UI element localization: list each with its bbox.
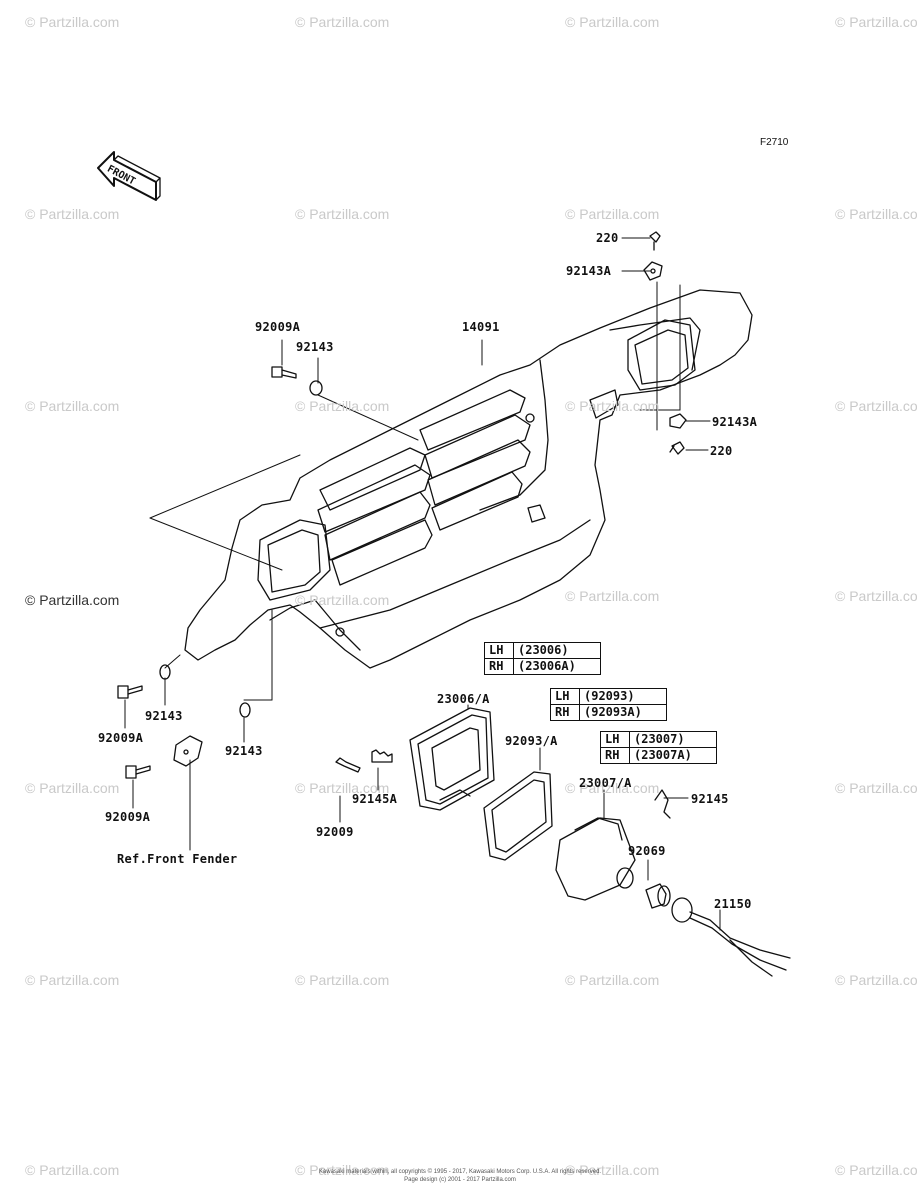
watermark: © Partzilla.com: [25, 780, 120, 796]
socket-harness-21150: [671, 897, 791, 977]
watermark: © Partzilla.com: [835, 398, 917, 414]
variant-side: RH: [600, 747, 630, 764]
watermark: © Partzilla.com: [25, 1162, 120, 1178]
copyright-line: Page design (c) 2001 - 2017 Partzilla.co…: [404, 1177, 516, 1183]
part-label-92009A[interactable]: 92009A: [255, 320, 301, 334]
part-label-23006A[interactable]: 23006/A: [437, 692, 490, 706]
bolt-92009A-lower: [125, 765, 151, 779]
watermark: © Partzilla.com: [835, 972, 917, 988]
part-label-92143A[interactable]: 92143A: [712, 415, 758, 429]
washer-92143-left: [159, 664, 171, 680]
spring-clip-92145: [654, 789, 671, 819]
bracket-front-fender: [173, 735, 203, 767]
bolt-92009A-upper: [271, 366, 297, 379]
reference-front-fender: Ref.Front Fender: [117, 852, 238, 866]
washer-92143-mid: [239, 702, 251, 718]
screw-220-top: [649, 231, 661, 251]
variant-code: (92093): [579, 688, 667, 705]
watermark: © Partzilla.com: [295, 206, 390, 222]
watermark: © Partzilla.com: [835, 14, 917, 30]
grommet-92143-upper: [309, 380, 323, 396]
watermark: © Partzilla.com: [565, 1162, 660, 1178]
watermark: © Partzilla.com: [835, 588, 917, 604]
part-label-92143[interactable]: 92143: [296, 340, 334, 354]
part-label-92069[interactable]: 92069: [628, 844, 666, 858]
watermark: © Partzilla.com: [295, 972, 390, 988]
variant-row: LH (23007): [600, 731, 717, 748]
variant-side: LH: [600, 731, 630, 748]
variant-row: LH (92093): [550, 688, 667, 705]
variant-code: (23007A): [629, 747, 717, 764]
watermark: © Partzilla.com: [835, 1162, 917, 1178]
part-label-92145[interactable]: 92145: [691, 792, 729, 806]
spring-nut-92145A: [371, 749, 393, 763]
watermark: © Partzilla.com: [295, 1162, 390, 1178]
watermark: © Partzilla.com: [565, 780, 660, 796]
watermark: © Partzilla.com: [25, 592, 120, 608]
variant-side: LH: [484, 642, 514, 659]
variant-code: (92093A): [579, 704, 667, 721]
variant-code: (23006A): [513, 658, 601, 675]
part-label-21150[interactable]: 21150: [714, 897, 752, 911]
part-label-92143A[interactable]: 92143A: [566, 264, 612, 278]
part-label-14091[interactable]: 14091: [462, 320, 500, 334]
watermark: © Partzilla.com: [295, 592, 390, 608]
variant-row: RH (23007A): [600, 747, 717, 764]
part-label-23007A[interactable]: 23007/A: [579, 776, 632, 790]
part-label-220[interactable]: 220: [710, 444, 733, 458]
part-label-92093A[interactable]: 92093/A: [505, 734, 558, 748]
screw-220-right: [669, 441, 685, 455]
figure-code: F2710: [760, 137, 789, 148]
part-label-92143[interactable]: 92143: [145, 709, 183, 723]
variant-side: LH: [550, 688, 580, 705]
watermark: © Partzilla.com: [835, 780, 917, 796]
watermark: © Partzilla.com: [25, 972, 120, 988]
watermark: © Partzilla.com: [295, 398, 390, 414]
watermark: © Partzilla.com: [25, 14, 120, 30]
watermark: © Partzilla.com: [565, 398, 660, 414]
variant-table-23006: LH (23006) RH (23006A): [484, 642, 601, 675]
part-label-92009A[interactable]: 92009A: [105, 810, 151, 824]
variant-side: RH: [550, 704, 580, 721]
variant-side: RH: [484, 658, 514, 675]
screw-92009: [335, 757, 361, 773]
grommet-92143A-right: [669, 413, 687, 429]
part-label-92143[interactable]: 92143: [225, 744, 263, 758]
bolt-92009A-mid: [117, 685, 143, 699]
copyright-line: Kawasaki materials within, all copyright…: [318, 1169, 602, 1175]
front-arrow-icon: [97, 151, 161, 201]
lamp-housing-23006A: [409, 707, 495, 811]
copyright-footer: Kawasaki materials within, all copyright…: [300, 1168, 620, 1184]
gasket-92093A: [483, 771, 553, 861]
watermark: © Partzilla.com: [565, 588, 660, 604]
headlight-unit-23007A: [555, 817, 636, 901]
watermark: © Partzilla.com: [295, 14, 390, 30]
variant-row: RH (92093A): [550, 704, 667, 721]
variant-table-23007: LH (23007) RH (23007A): [600, 731, 717, 764]
watermark: © Partzilla.com: [25, 206, 120, 222]
watermark: © Partzilla.com: [25, 398, 120, 414]
part-label-92009[interactable]: 92009: [316, 825, 354, 839]
bulb-92069: [645, 883, 671, 909]
variant-code: (23007): [629, 731, 717, 748]
headlight-cover-14091: [184, 289, 753, 669]
leader-lines: [124, 237, 721, 931]
watermark: © Partzilla.com: [565, 206, 660, 222]
part-label-92145A[interactable]: 92145A: [352, 792, 398, 806]
part-label-92009A[interactable]: 92009A: [98, 731, 144, 745]
watermark: © Partzilla.com: [835, 206, 917, 222]
variant-table-92093: LH (92093) RH (92093A): [550, 688, 667, 721]
variant-row: RH (23006A): [484, 658, 601, 675]
watermark: © Partzilla.com: [565, 972, 660, 988]
watermark: © Partzilla.com: [565, 14, 660, 30]
grommet-92143A-top: [643, 261, 663, 281]
part-label-220[interactable]: 220: [596, 231, 619, 245]
watermark: © Partzilla.com: [295, 780, 390, 796]
variant-code: (23006): [513, 642, 601, 659]
variant-row: LH (23006): [484, 642, 601, 659]
